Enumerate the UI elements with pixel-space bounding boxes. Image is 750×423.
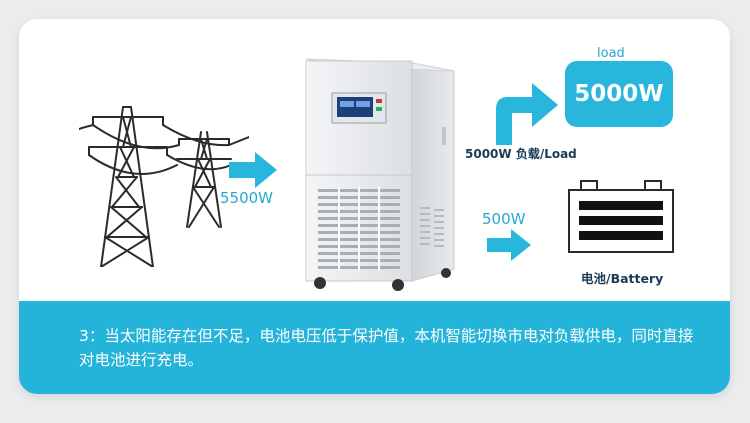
inverter-cabinet-icon [305,58,455,291]
load-value-box: 5000W [565,61,673,127]
load-arrow-label: 5000W 负载/Load [465,147,577,161]
caption-text: 3：当太阳能存在但不足，电池电压低于保护值，本机智能切换市电对负载供电，同时直接… [79,327,694,369]
diagram-card: 5500W [19,19,730,394]
arrow-up-right-icon [496,83,558,145]
charge-power-label: 500W [482,210,526,228]
arrow-right-icon [229,152,277,188]
battery-icon [568,180,674,253]
input-power-label: 5500W [220,189,274,207]
arrow-right-icon [487,229,531,261]
caption-banner [19,301,730,394]
power-tower-icon [79,106,249,267]
load-title: load [597,46,625,61]
battery-label: 电池/Battery [581,271,664,286]
